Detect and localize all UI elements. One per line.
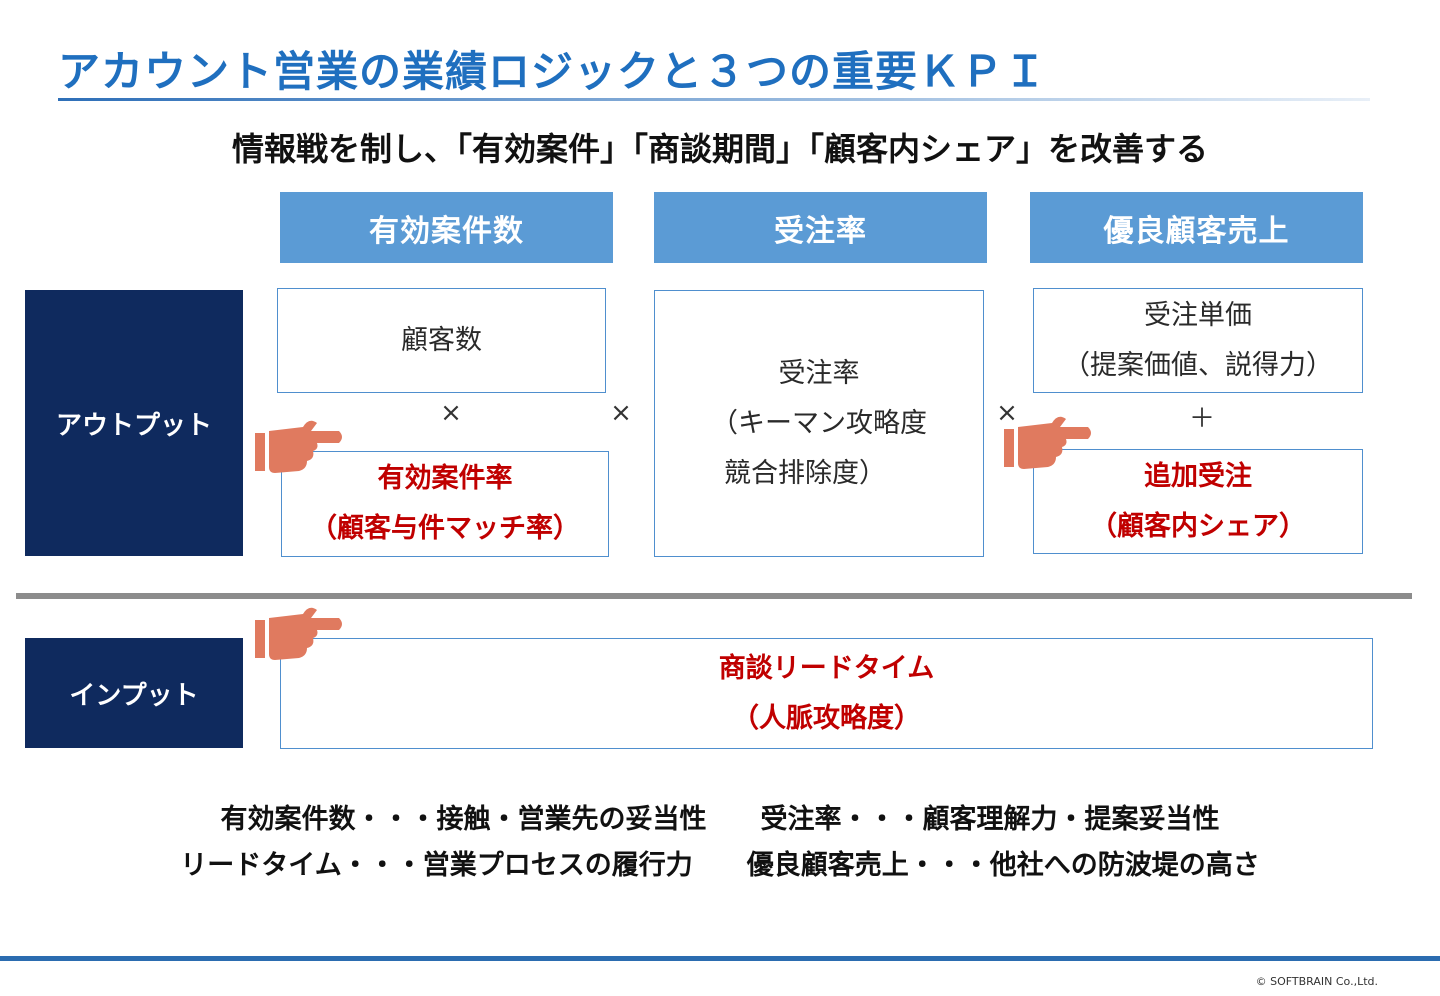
footer-rule [0,956,1440,961]
win-rate-detail-2: 競合排除度） [724,457,886,489]
section-divider [16,593,1412,599]
valid-deal-rate-box: 有効案件率 （顧客与件マッチ率） [281,451,609,557]
unit-price-detail: （提案価値、説得力） [1063,349,1333,381]
win-rate-detail-1: （キーマン攻略度 [711,407,927,439]
unit-price-box: 受注単価 （提案価値、説得力） [1033,288,1363,393]
multiply-operator: × [610,398,632,428]
pointing-hand-icon [255,607,342,660]
input-label: インプット [25,638,243,748]
multiply-operator: × [996,398,1018,428]
pointing-hand-icon [255,420,342,473]
additional-orders-title: 追加受注 [1144,460,1252,492]
plus-operator: ＋ [1188,404,1215,434]
header-valid-deals: 有効案件数 [280,192,613,263]
multiply-operator: × [440,398,462,428]
lead-time-detail: （人脈攻略度） [732,702,921,734]
header-premium-sales: 優良顧客売上 [1030,192,1363,263]
note-line-2: リードタイム・・・営業プロセスの履行力 優良顧客売上・・・他社への防波堤の高さ [180,850,1260,881]
customers-box: 顧客数 [277,288,606,393]
win-rate-box: 受注率 （キーマン攻略度 競合排除度） [654,290,984,557]
win-rate-title: 受注率 [778,357,860,389]
title-underline [58,98,1370,101]
slide-title: アカウント営業の業績ロジックと３つの重要ＫＰＩ [58,47,1048,96]
valid-deal-rate-detail: （顧客与件マッチ率） [310,513,580,544]
note-line-1: 有効案件数・・・接触・営業先の妥当性 受注率・・・顧客理解力・提案妥当性 [220,804,1220,835]
slide-subtitle: 情報戦を制し、「有効案件」「商談期間」「顧客内シェア」を改善する [231,130,1208,168]
additional-orders-detail: （顧客内シェア） [1090,510,1306,542]
additional-orders-box: 追加受注 （顧客内シェア） [1033,449,1363,554]
pointing-hand-icon [1004,416,1091,469]
customers-text: 顧客数 [401,324,482,356]
lead-time-box: 商談リードタイム （人脈攻略度） [280,638,1373,749]
copyright: © SOFTBRAIN Co.,Ltd. [1255,975,1378,988]
lead-time-title: 商談リードタイム [718,652,935,684]
unit-price-title: 受注単価 [1144,299,1252,331]
output-label: アウトプット [25,290,243,556]
valid-deal-rate-title: 有効案件率 [377,463,513,494]
header-win-rate: 受注率 [654,192,987,263]
